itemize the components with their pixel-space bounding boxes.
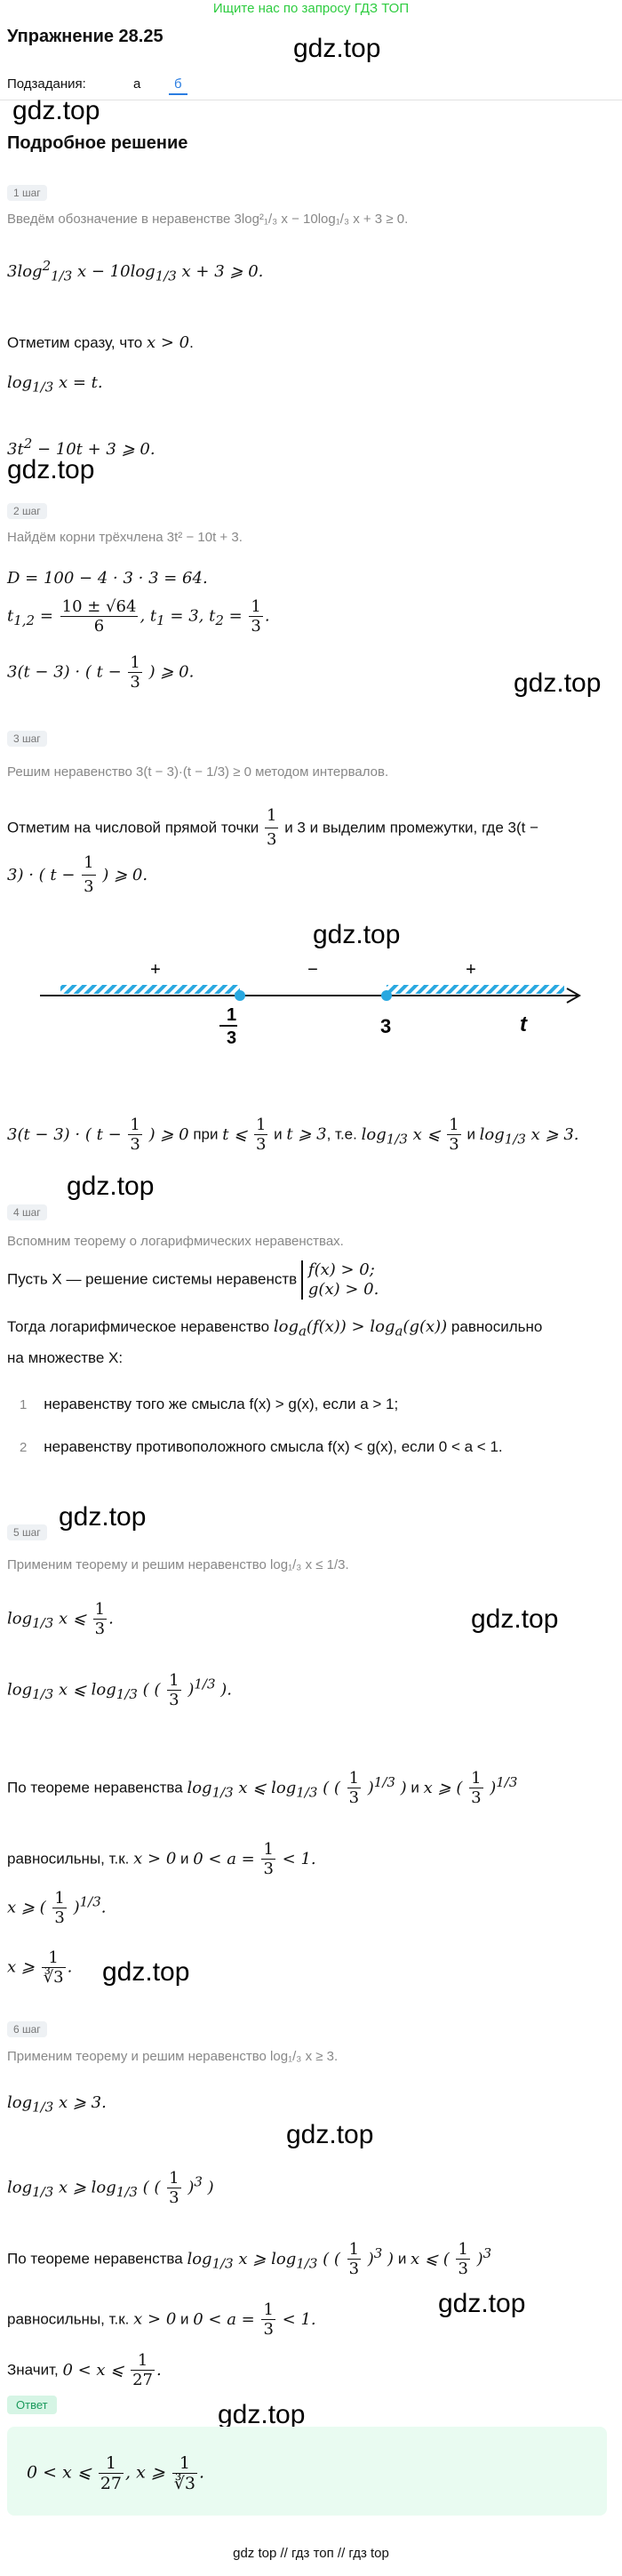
watermark: gdz.top — [218, 2400, 306, 2429]
sign-plus-left: + — [150, 960, 161, 980]
text-line: По теореме неравенства log1/3 x ⩽ log1/3… — [7, 1769, 518, 1807]
text-line: По теореме неравенства log1/3 x ⩾ log1/3… — [7, 2240, 492, 2278]
solution-heading: Подробное решение — [7, 133, 188, 153]
footer-links[interactable]: gdz top // гдз топ // гдз top — [233, 2546, 389, 2561]
list-item: 1 неравенству того же смысла f(x) > g(x)… — [20, 1396, 399, 1412]
step-badge-1: 1 шаг — [7, 185, 47, 201]
text-line: Отметим сразу, что x > 0. — [7, 333, 194, 352]
step-note-2: Найдём корни трёхчлена 3t² − 10t + 3. — [7, 530, 243, 545]
watermark: gdz.top — [293, 34, 381, 63]
step-badge-5: 5 шаг — [7, 1524, 47, 1540]
watermark: gdz.top — [286, 2120, 374, 2149]
label-one: 1 — [227, 1005, 236, 1025]
equation: log1/3 x ⩾ 3. — [7, 2093, 107, 2116]
list-item: 2 неравенству противоположного смысла f(… — [20, 1438, 503, 1455]
equation: x ⩾ 1∛3. — [7, 1948, 73, 1987]
sign-minus: − — [307, 960, 318, 980]
subtasks-label: Подзадания: — [7, 76, 86, 92]
sign-plus-right: + — [466, 960, 476, 980]
number-line: + − + 1 3 3 t — [40, 960, 582, 1048]
text-line: Тогда логарифмическое неравенство loga(f… — [7, 1317, 543, 1366]
label-three: 3 — [380, 1015, 391, 1037]
step-note-1: Введём обозначение в неравенстве 3log²₁/… — [7, 212, 409, 227]
label-three-denominator: 3 — [227, 1028, 236, 1048]
point-one-third — [235, 990, 245, 1001]
text-line: Пусть X — решение системы неравенств f(x… — [7, 1260, 379, 1300]
tab-a[interactable]: а — [133, 76, 141, 92]
equation: log1/3 x = t. — [7, 373, 103, 396]
watermark: gdz.top — [59, 1502, 147, 1532]
step-note-3: Решим неравенство 3(t − 3)·(t − 1/3) ≥ 0… — [7, 764, 389, 780]
equation: D = 100 − 4 · 3 · 3 = 64. — [7, 569, 208, 588]
equation: 3t2 − 10t + 3 ⩾ 0. — [7, 436, 156, 459]
watermark: gdz.top — [7, 455, 95, 484]
watermark: gdz.top — [12, 96, 100, 125]
label-t: t — [520, 1012, 528, 1036]
watermark: gdz.top — [438, 2289, 526, 2318]
answer-badge: Ответ — [7, 2396, 57, 2414]
step-badge-4: 4 шаг — [7, 1204, 47, 1220]
step-badge-3: 3 шаг — [7, 731, 47, 747]
watermark: gdz.top — [471, 1604, 559, 1634]
point-three — [381, 990, 392, 1001]
step-badge-6: 6 шаг — [7, 2021, 47, 2037]
step-note-4: Вспомним теорему о логарифмических нерав… — [7, 1234, 344, 1249]
step-note-6: Применим теорему и решим неравенство log… — [7, 2049, 339, 2064]
hatch-left — [60, 985, 240, 994]
watermark: gdz.top — [514, 668, 602, 698]
axis-arrow — [566, 988, 582, 1004]
step-badge-2: 2 шаг — [7, 503, 47, 519]
tab-b[interactable]: б — [169, 75, 187, 95]
watermark: gdz.top — [67, 1172, 155, 1201]
top-banner[interactable]: Ищите нас по запросу ГДЗ ТОП — [212, 1, 410, 16]
page-title: Упражнение 28.25 — [7, 27, 163, 46]
step-note-5: Применим теорему и решим неравенство log… — [7, 1557, 349, 1572]
equation: 3log21/3 x − 10log1/3 x + 3 ⩾ 0. — [7, 258, 264, 284]
hatch-right — [387, 985, 564, 994]
watermark: gdz.top — [313, 920, 401, 949]
watermark: gdz.top — [102, 1957, 190, 1987]
